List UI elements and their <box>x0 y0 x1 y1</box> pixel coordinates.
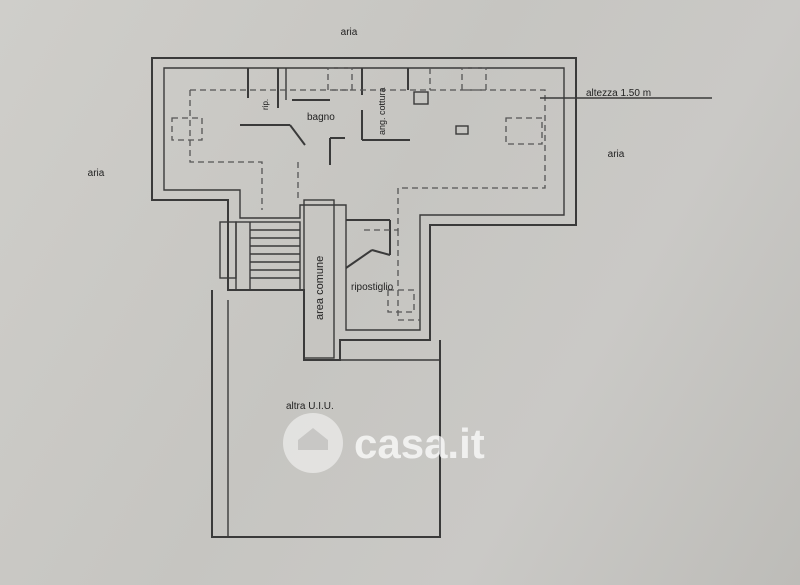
stair-steps <box>249 222 300 290</box>
staircase <box>235 221 301 291</box>
watermark-text: casa.it <box>354 420 485 467</box>
casa-it-watermark: casa.it <box>283 413 485 473</box>
label-aria-top: aria <box>341 27 358 38</box>
label-rip: rip. <box>261 99 270 110</box>
fixture-square <box>413 91 429 105</box>
label-aria-right: aria <box>608 149 625 160</box>
inner-wall <box>163 67 565 331</box>
fixture-small <box>455 125 469 135</box>
label-ang-cottura: ang. cottura <box>377 87 387 135</box>
interior-partitions <box>240 68 410 165</box>
ripostiglio-walls <box>345 219 391 269</box>
label-area-comune: area comune <box>314 256 326 320</box>
area-comune-corridor <box>303 199 335 359</box>
label-bagno: bagno <box>307 112 335 123</box>
label-ripostiglio: ripostiglio <box>351 282 394 293</box>
label-altezza: altezza 1.50 m <box>586 88 651 99</box>
dashed-projection-lines <box>171 67 546 321</box>
altra-uiu-area <box>211 290 441 538</box>
label-altra-uiu: altra U.I.U. <box>286 401 334 412</box>
stair-side-wall <box>219 221 237 279</box>
house-icon <box>298 428 328 450</box>
label-aria-left: aria <box>88 168 105 179</box>
outer-wall <box>151 57 577 361</box>
